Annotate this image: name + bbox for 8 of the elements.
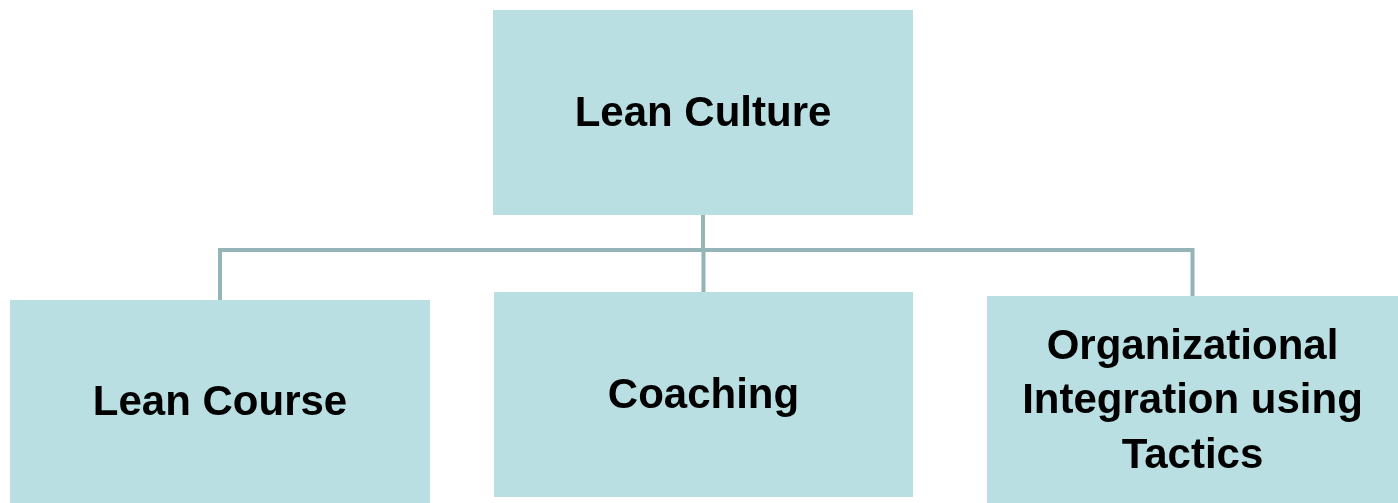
org-box: [987, 296, 1398, 503]
box-label: Lean Course: [92, 376, 348, 427]
org-box: [494, 292, 913, 497]
org-box: [493, 10, 913, 215]
box-label: Lean Culture: [574, 87, 832, 138]
box-label: Coaching: [607, 369, 800, 420]
org-box: [10, 300, 430, 503]
box-label: Organizational Integration using Tactics: [1021, 319, 1364, 479]
